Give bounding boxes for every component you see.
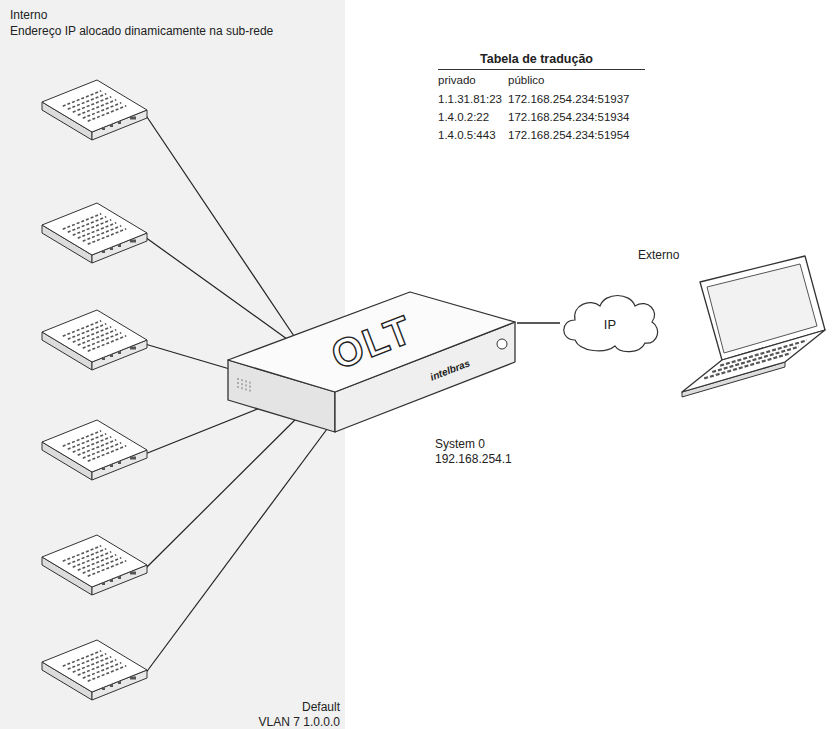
table-cell: 172.168.254.234:51934 xyxy=(508,110,630,124)
onu-wire xyxy=(145,410,305,569)
table-cell: 1.4.0.2:22 xyxy=(438,110,489,124)
table-cell: 1.1.31.81:23 xyxy=(438,92,502,106)
olt-vents xyxy=(238,378,250,394)
cloud-label: IP xyxy=(604,317,616,333)
cloud-outline xyxy=(564,296,658,352)
key-row xyxy=(704,353,791,378)
interface-name: System 0 xyxy=(435,437,485,452)
vent-slot xyxy=(246,380,247,392)
ip-cloud: IP xyxy=(560,290,660,356)
device-label: Externo xyxy=(638,248,679,263)
onu-device xyxy=(42,535,147,595)
vent-slot xyxy=(250,382,251,394)
table-cell: 172.168.254.234:51937 xyxy=(508,92,630,106)
vent-slot xyxy=(242,379,243,391)
link-line xyxy=(517,322,560,324)
olt-top-face xyxy=(228,292,515,392)
onu-device xyxy=(42,80,147,140)
onu-wire xyxy=(145,237,305,352)
laptop-outline xyxy=(632,244,832,400)
onu-device xyxy=(42,310,147,370)
table-cell: 172.168.254.234:51954 xyxy=(508,128,630,142)
table-rule xyxy=(438,69,645,70)
onu-device xyxy=(42,420,147,480)
region-heading: Interno xyxy=(10,8,345,23)
olt-device: OLTintelbras xyxy=(222,286,517,436)
vent-slot xyxy=(238,378,239,390)
region-note: Endereço IP alocado dinamicamente na sub… xyxy=(10,24,345,39)
onu-device xyxy=(42,203,147,263)
onu-wire xyxy=(145,425,330,674)
table-cell: 1.4.0.5:443 xyxy=(438,128,496,142)
column-header: público xyxy=(508,73,544,87)
onu-device xyxy=(42,640,147,700)
table-title: Tabela de tradução xyxy=(480,51,593,67)
external-laptop: Externo xyxy=(632,244,832,400)
column-header: privado xyxy=(438,73,476,87)
power-button xyxy=(497,339,507,349)
key-row xyxy=(712,347,799,372)
laptop-base xyxy=(682,330,825,392)
onu-wire xyxy=(145,114,300,345)
vlan-info: VLAN 7 1.0.0.0 xyxy=(259,715,340,729)
laptop-keyboard xyxy=(704,340,807,378)
ip-address: 192.168.254.1 xyxy=(435,452,512,467)
vlan-name: Default xyxy=(302,700,340,715)
